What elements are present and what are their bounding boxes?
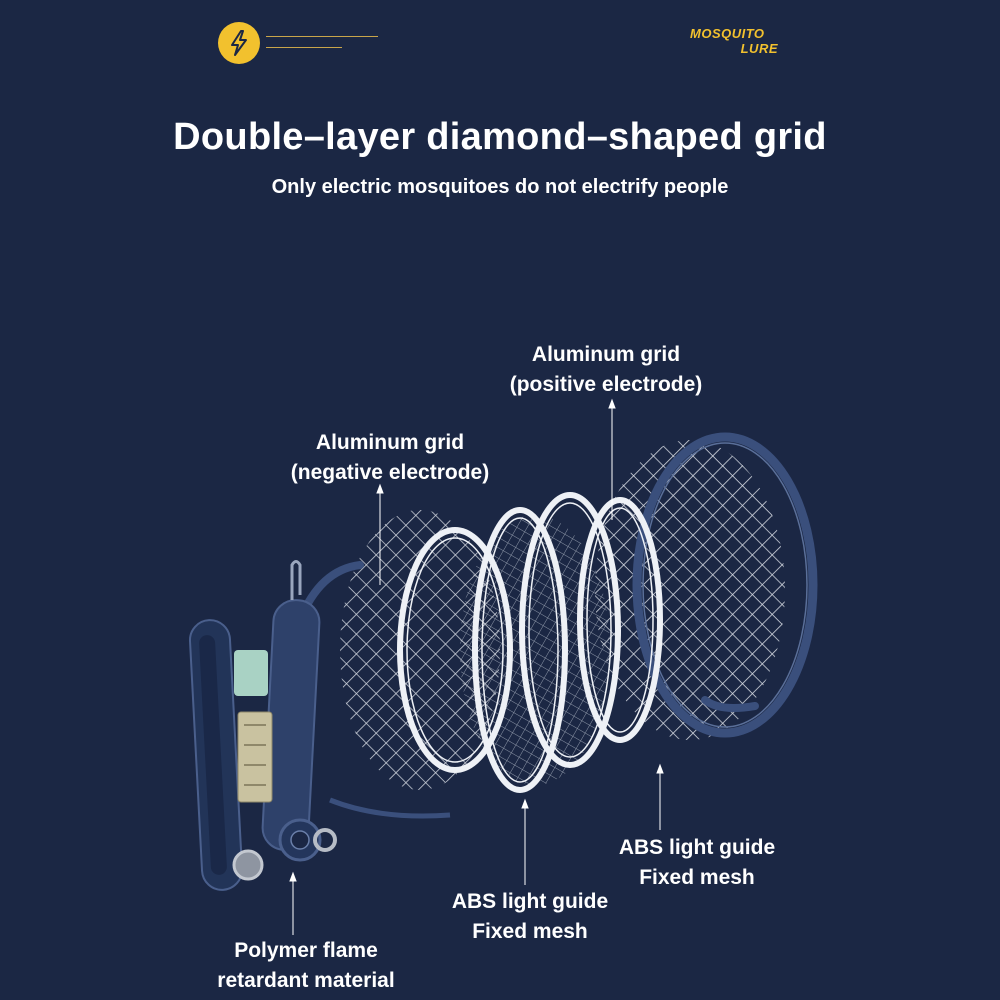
hanging-hook (290, 560, 302, 600)
brand-line-2: LURE (740, 41, 778, 56)
label-negative-line-1: Aluminum grid (315, 431, 465, 454)
page-title: Double–layer diamond–shaped grid (173, 116, 827, 158)
handle-shell-inner (199, 635, 227, 875)
label-negative-line-2: (negative electrode) (290, 461, 490, 484)
back-mesh-disc (595, 440, 785, 740)
brand-logo: MOSQUITO LURE (690, 26, 780, 56)
brand-line-1: MOSQUITO (690, 26, 765, 41)
label-negative-electrode: Aluminum grid (negative electrode) (254, 428, 526, 488)
battery-block (234, 650, 268, 696)
label-polymer-line-2: retardant material (217, 969, 395, 992)
gear-component (232, 849, 264, 881)
label-abs-center-line-2: Fixed mesh (472, 920, 588, 943)
page-subtitle: Only electric mosquitoes do not electrif… (271, 176, 729, 198)
handle-ring-hole (290, 830, 310, 850)
label-positive-line-2: (positive electrode) (509, 373, 703, 396)
label-abs-right-line-1: ABS light guide (618, 836, 776, 859)
label-positive-electrode: Aluminum grid (positive electrode) (470, 340, 742, 400)
outer-frame-neck (701, 696, 759, 712)
label-leader-lines (289, 398, 664, 935)
label-abs-light-guide-right: ABS light guide Fixed mesh (587, 833, 807, 893)
light-guide-rings (397, 492, 663, 793)
lightning-bolt-icon (231, 30, 247, 56)
circuit-traces (244, 724, 266, 786)
label-polymer-line-1: Polymer flame (234, 939, 378, 962)
label-polymer-material: Polymer flame retardant material (186, 936, 426, 996)
washer-component (313, 828, 337, 852)
logo-rule-top (266, 36, 378, 37)
logo-rule-bottom (266, 47, 342, 48)
outer-frame-ring (632, 432, 818, 738)
label-abs-light-guide-center: ABS light guide Fixed mesh (420, 887, 640, 947)
logo-badge (218, 22, 260, 64)
label-positive-line-1: Aluminum grid (531, 343, 681, 366)
frame-base-connector (329, 797, 451, 819)
label-abs-center-line-1: ABS light guide (451, 890, 609, 913)
outer-frame-highlight (642, 442, 808, 728)
circuit-board (237, 711, 273, 803)
label-abs-right-line-2: Fixed mesh (639, 866, 755, 889)
